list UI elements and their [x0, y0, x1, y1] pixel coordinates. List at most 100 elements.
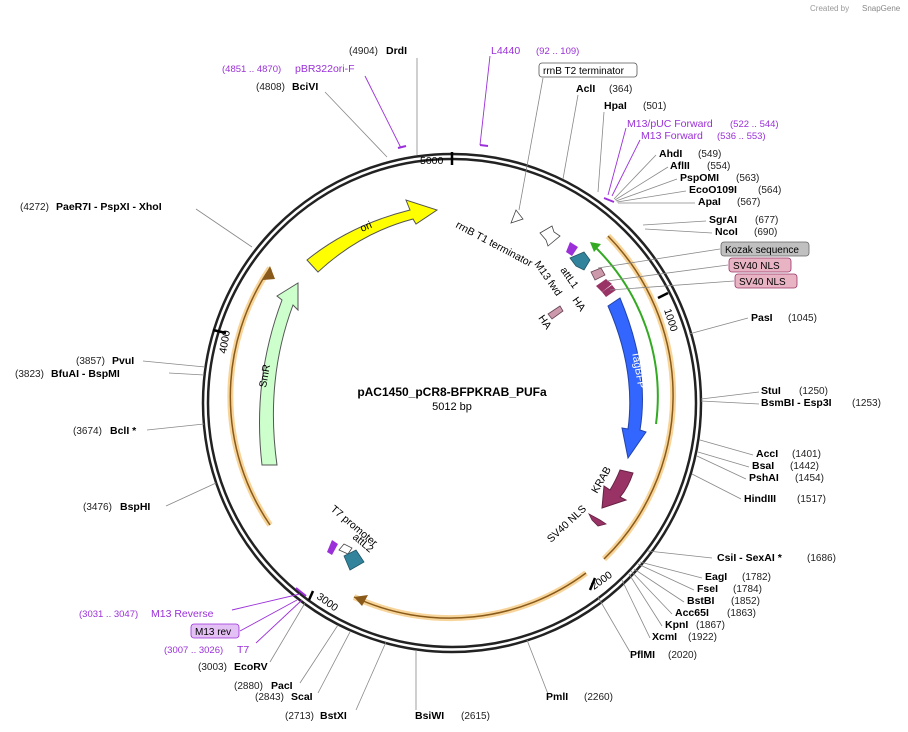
leader-kozak	[597, 248, 721, 269]
leader-bsai	[697, 451, 750, 468]
leader-bcli	[146, 423, 205, 431]
leader-hindiii	[691, 473, 742, 500]
site-name-pflmi: PflMI	[630, 649, 655, 661]
site-name-bsphi: BspHI	[120, 501, 150, 513]
site-name-stui: StuI	[761, 385, 781, 397]
snapgene-brand: SnapGene	[862, 4, 901, 13]
site-name-acli: AclI	[576, 83, 595, 95]
primer-range-m13fwd: (536 .. 553)	[717, 131, 766, 142]
sv40-nls-label-1: SV40 NLS	[733, 261, 780, 272]
leader-fsei	[637, 563, 695, 591]
rrnb-t1-label: rrnB T1 terminator	[454, 219, 535, 270]
leader-pmli	[526, 639, 549, 695]
site-pos-pshai: (1454)	[795, 473, 824, 484]
green-feature-head	[590, 242, 601, 252]
orf-arc-bottom	[353, 572, 587, 619]
site-pos-pmli: (2260)	[584, 692, 613, 703]
leader-sgrai	[642, 220, 707, 226]
rrnb-t2-box	[538, 62, 638, 78]
tick-mark-2000	[588, 577, 597, 591]
tick-label-5000: 5000	[420, 155, 444, 167]
site-name-bsmbi: BsmBI - Esp3I	[761, 397, 832, 409]
leader-acli	[562, 94, 579, 180]
leader-t7	[255, 599, 303, 644]
leader-eagi	[639, 561, 703, 579]
primer-m13-mark	[603, 197, 615, 203]
orf-arc-left	[229, 267, 271, 526]
site-name-kpni: KpnI	[665, 619, 688, 631]
leader-pflmi	[597, 596, 631, 653]
kozak-label: Kozak sequence	[725, 245, 799, 256]
krab-arrow	[601, 469, 634, 509]
primer-name-t7: T7	[237, 644, 249, 656]
leader-xcmi	[621, 579, 651, 639]
ori-label: ori	[358, 219, 374, 235]
site-name-pasi: PasI	[751, 312, 773, 324]
tick-label-3000: 3000	[314, 591, 340, 615]
primer-range-pbr322ori: (4851 .. 4870)	[222, 64, 281, 75]
site-name-ncoi: NcoI	[715, 226, 738, 238]
leader-bfuai	[168, 372, 205, 376]
leader-csii	[647, 550, 713, 559]
site-pos-bcivi: (4808)	[256, 82, 285, 93]
tick-mark-4000	[212, 328, 227, 335]
leader-bsphi	[165, 482, 217, 507]
primer-pbr322ori-mark	[397, 145, 407, 149]
site-pos-ncoi: (690)	[754, 227, 777, 238]
site-name-sgrai: SgrAI	[709, 214, 737, 226]
site-name-acci: AccI	[756, 448, 778, 460]
leader-ecoo109i	[616, 190, 687, 203]
site-name-xcmi: XcmI	[652, 631, 677, 643]
leader-pshai	[696, 455, 747, 480]
site-pos-ahdi: (549)	[698, 149, 721, 160]
site-pos-ecorv: (3003)	[198, 662, 227, 673]
orf-arc-left-head	[263, 266, 275, 280]
site-name-ecoo109i: EcoO109I	[689, 184, 737, 196]
site-name-bstbi: BstBI	[687, 595, 715, 607]
attl1-marker	[566, 242, 578, 256]
site-pos-acc65i: (1863)	[727, 608, 756, 619]
site-name-pvui: PvuI	[112, 355, 134, 367]
leader-m13puc-fwd	[607, 127, 627, 196]
site-pos-bsai: (1442)	[790, 461, 819, 472]
site-name-csii: CsiI - SexAI *	[717, 552, 783, 564]
site-pos-eagi: (1782)	[742, 572, 771, 583]
primer-l4440-mark	[479, 144, 489, 147]
kozak-box	[720, 241, 810, 257]
site-pos-hpai: (501)	[643, 101, 666, 112]
leader-acci	[699, 439, 754, 456]
site-pos-fsei: (1784)	[733, 584, 762, 595]
ha-label-1: HA	[570, 295, 588, 314]
smr-arrow	[259, 282, 299, 466]
site-pos-bstxi: (2713)	[285, 711, 314, 722]
sv40-nls-box-2	[734, 273, 798, 289]
sv40-nls-label-2: SV40 NLS	[739, 277, 786, 288]
site-name-bcli: BclI *	[110, 425, 137, 437]
leader-bstbi	[633, 568, 685, 603]
site-name-ahdi: AhdI	[659, 148, 682, 160]
m13-rev-label: M13 rev	[195, 627, 231, 638]
leader-m13-fwd	[611, 139, 641, 197]
leader-m13-rev-box	[239, 599, 298, 632]
t7-promoter-marker	[327, 540, 338, 555]
primer-m13rev-mark	[295, 587, 307, 597]
site-pos-kpni: (1867)	[696, 620, 725, 631]
site-name-bsai: BsaI	[752, 460, 774, 472]
site-name-fsei: FseI	[697, 583, 718, 595]
site-pos-bcli: (3674)	[73, 426, 102, 437]
site-name-apai: ApaI	[698, 196, 721, 208]
site-pos-pasi: (1045)	[788, 313, 817, 324]
orf-arc-bottom-glow	[352, 570, 588, 622]
sv40-nls-arrow	[588, 513, 607, 527]
leader-aflii	[614, 166, 669, 201]
leader-bstxi	[355, 641, 387, 711]
primer-name-l4440: L4440	[491, 45, 520, 57]
site-pos-pspomi: (563)	[736, 173, 759, 184]
site-name-pmli: PmlI	[546, 691, 568, 703]
plasmid-length: 5012 bp	[432, 401, 472, 413]
site-name-eagi: EagI	[705, 571, 727, 583]
site-pos-hindiii: (1517)	[797, 494, 826, 505]
site-pos-paer7i: (4272)	[20, 202, 49, 213]
site-pos-acci: (1401)	[792, 449, 821, 460]
